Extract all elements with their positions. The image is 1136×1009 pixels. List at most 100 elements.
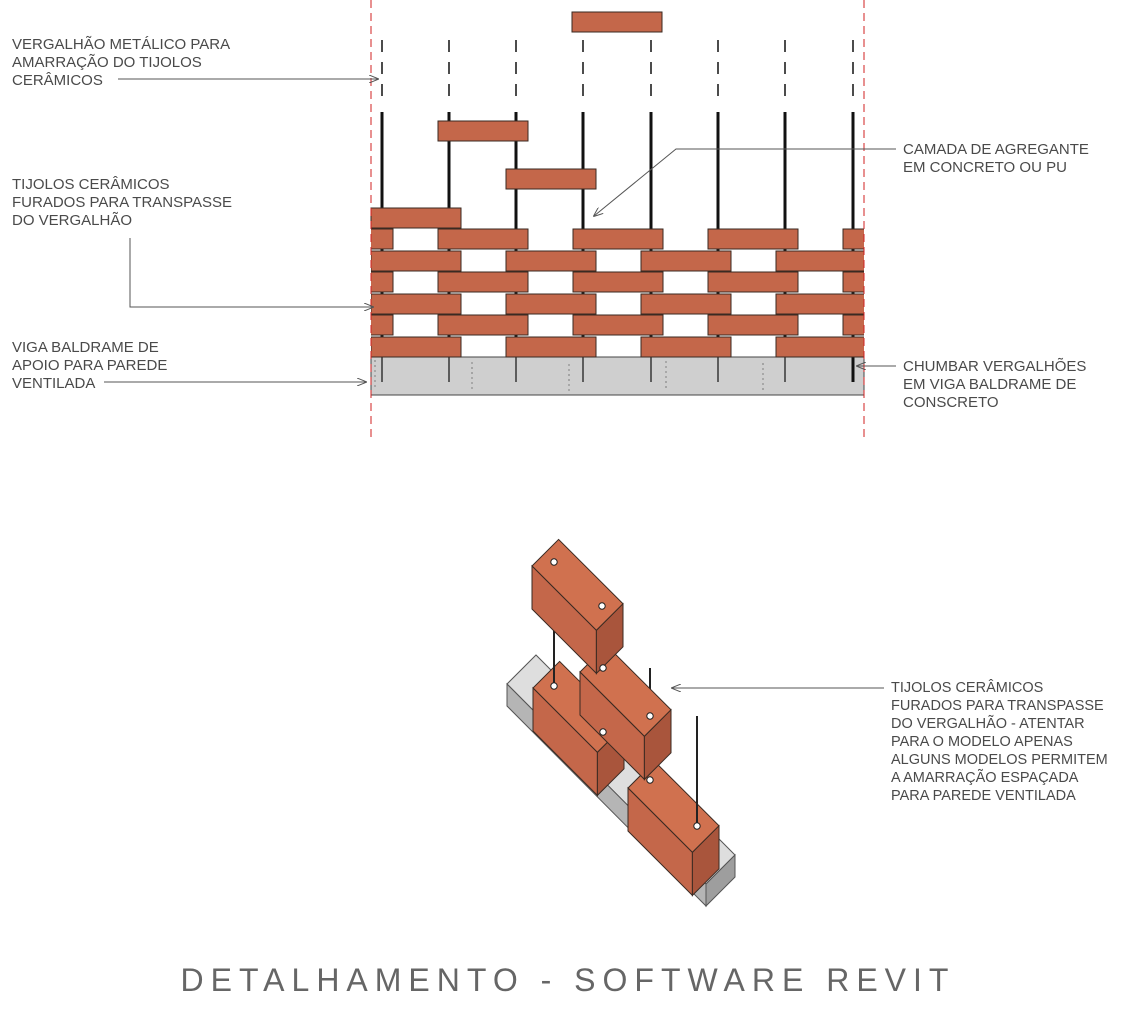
label-line: PARA PAREDE VENTILADA [891, 788, 1076, 804]
concrete-speckle [374, 365, 376, 367]
label-line: PARA O MODELO APENAS [891, 734, 1073, 750]
label-line: AMARRAÇÃO DO TIJOLOS [12, 54, 202, 71]
brick [168, 315, 258, 335]
iso-brick-hole [550, 682, 558, 690]
brick [707, 271, 799, 293]
brick [371, 336, 462, 358]
concrete-speckle [665, 376, 667, 378]
concrete-speckle [568, 364, 570, 366]
label-line: APOIO PARA PAREDE [12, 357, 168, 374]
brick [371, 293, 462, 315]
concrete-speckle [665, 366, 667, 368]
brick-loose [370, 207, 462, 229]
brick [707, 314, 799, 336]
brick [437, 228, 529, 250]
concrete-speckle [762, 388, 764, 390]
label-line: CAMADA DE AGREGANTE [903, 141, 1089, 158]
brick [371, 250, 462, 272]
brick [437, 314, 529, 336]
iso-brick-hole [693, 822, 701, 830]
label-chumbar: CHUMBAR VERGALHÕES EM VIGA BALDRAME DE C… [903, 358, 1086, 412]
leader-lines [104, 79, 896, 688]
brick [707, 228, 799, 250]
isometric-view [506, 538, 736, 908]
brick [640, 336, 732, 358]
label-line: VERGALHÃO METÁLICO PARA [12, 36, 231, 53]
label-viga-baldrame: VIGA BALDRAME DE APOIO PARA PAREDE VENTI… [12, 339, 167, 393]
concrete-speckle [374, 385, 376, 387]
iso-brick-hole [599, 664, 607, 672]
brick [842, 314, 864, 336]
brick [572, 271, 664, 293]
brick [371, 228, 394, 250]
concrete-speckle [568, 369, 570, 371]
iso-brick-floating-side [595, 602, 624, 675]
concrete-speckle [374, 370, 376, 372]
concrete-speckle [471, 372, 473, 374]
brick [236, 337, 326, 357]
brick [371, 314, 394, 336]
brick [101, 251, 191, 271]
label-line: ALGUNS MODELOS PERMITEM [891, 752, 1108, 768]
concrete-speckle [762, 363, 764, 365]
brick [572, 228, 664, 250]
brick [842, 271, 864, 293]
concrete-speckle [568, 389, 570, 391]
brick-loose [571, 11, 663, 33]
label-line: A AMARRAÇÃO ESPAÇADA [891, 770, 1079, 786]
concrete-speckle [374, 360, 376, 362]
brick [505, 293, 597, 315]
brick [371, 271, 394, 293]
iso-brick-middle-side [643, 708, 672, 781]
label-line: DO VERGALHÃO - ATENTAR [891, 716, 1085, 732]
footer-title: DETALHAMENTO - SOFTWARE REVIT [180, 962, 956, 998]
brick [775, 293, 864, 315]
label-line: VENTILADA [12, 375, 96, 392]
label-line: FURADOS PARA TRANSPASSE [12, 194, 233, 211]
label-line: DO VERGALHÃO [12, 212, 133, 229]
label-camada-agregante: CAMADA DE AGREGANTE EM CONCRETO OU PU [903, 141, 1089, 177]
brick [101, 294, 191, 314]
concrete-speckle [374, 375, 376, 377]
concrete-speckle [568, 379, 570, 381]
concrete-speckle [568, 374, 570, 376]
leader-camada-agregante [594, 148, 896, 216]
leader-tijolos-furados [129, 238, 373, 307]
label-line: FURADOS PARA TRANSPASSE [891, 698, 1104, 714]
brick-loose [505, 168, 597, 190]
label-line: EM CONCRETO OU PU [903, 159, 1067, 176]
brick [168, 229, 258, 249]
brick [505, 250, 597, 272]
label-tijolos-furados: TIJOLOS CERÂMICOS FURADOS PARA TRANSPASS… [12, 176, 232, 230]
concrete-speckle [762, 368, 764, 370]
brick [168, 272, 258, 292]
brick [437, 271, 529, 293]
label-tijolos-iso: TIJOLOS CERÂMICOS FURADOS PARA TRANSPASS… [891, 679, 1108, 805]
brick [775, 336, 864, 358]
iso-brick-hole [599, 728, 607, 736]
elevation-view [101, 0, 865, 438]
label-line: VIGA BALDRAME DE [12, 339, 159, 356]
label-line: CONSCRETO [903, 394, 999, 411]
label-vergalhao: VERGALHÃO METÁLICO PARA AMARRAÇÃO DO TIJ… [12, 36, 230, 90]
concrete-speckle [665, 381, 667, 383]
brick-courses [101, 228, 864, 358]
brick [236, 294, 326, 314]
concrete-speckle [665, 386, 667, 388]
iso-brick-hole [550, 558, 558, 566]
concrete-speckle [471, 387, 473, 389]
brick [842, 228, 864, 250]
concrete-speckle [471, 367, 473, 369]
brick [640, 250, 732, 272]
label-line: TIJOLOS CERÂMICOS [12, 176, 170, 193]
brick-loose [437, 120, 529, 142]
label-line: TIJOLOS CERÂMICOS [891, 680, 1044, 696]
iso-brick-hole [598, 602, 606, 610]
concrete-speckle [665, 371, 667, 373]
iso-brick-hole [646, 712, 654, 720]
concrete-speckle [374, 380, 376, 382]
concrete-speckle [665, 361, 667, 363]
concrete-beam [370, 356, 865, 396]
